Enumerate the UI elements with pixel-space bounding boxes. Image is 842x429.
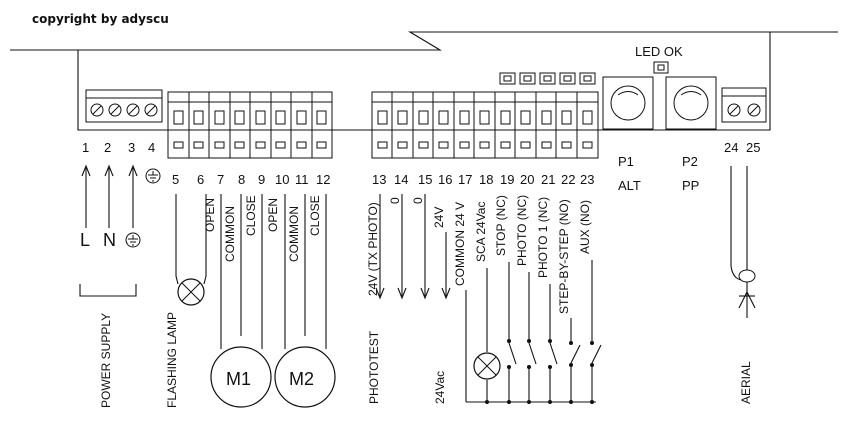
flashing-lamp-icon [175, 194, 207, 306]
terminal-label: 0 [388, 197, 402, 204]
terminal-strip-controls [371, 91, 599, 159]
phototest-arrows [375, 194, 451, 300]
v24ac-label: 24Vac [433, 371, 447, 404]
led-ok-indicator: LED OK [635, 44, 683, 74]
terminal-number: 15 [418, 172, 432, 187]
motor-m2-label: M2 [289, 369, 314, 389]
terminal-number: 6 [197, 172, 204, 187]
terminal-number: 25 [746, 140, 760, 155]
terminal-label: OPEN [266, 198, 280, 232]
motor-m1-icon [210, 194, 272, 408]
status-leds [499, 72, 596, 85]
power-supply-bracket [79, 284, 137, 297]
flashing-lamp-label: FLASHING LAMP [165, 312, 179, 408]
terminal-label: STEP-BY-STEP (NO) [557, 199, 571, 314]
terminal-label: COMMON [287, 206, 301, 262]
push-button-p1[interactable] [602, 76, 654, 130]
terminal-number: 2 [104, 140, 111, 155]
terminal-number: 10 [275, 172, 289, 187]
terminal-numbers: 1 2 3 4 5 6 7 8 9 10 11 12 13 14 15 16 1… [82, 140, 760, 187]
motor-m1-label: M1 [226, 369, 251, 389]
button-p2-function: PP [682, 178, 699, 193]
terminal-label: OPEN [203, 198, 217, 232]
motor-m2-icon [274, 194, 336, 408]
aerial-label: AERIAL [739, 361, 753, 404]
terminal-label: CLOSE [244, 195, 258, 236]
phototest-label: PHOTOTEST [367, 330, 381, 404]
button-p1-label: P1 [618, 154, 634, 169]
supply-line-label: L [80, 230, 90, 250]
terminal-label: 24V [432, 207, 446, 228]
terminal-number: 17 [458, 172, 472, 187]
terminal-number: 23 [580, 172, 594, 187]
supply-neutral-label: N [103, 230, 116, 250]
terminal-label: AUX (NO) [578, 200, 592, 254]
terminal-number: 20 [520, 172, 534, 187]
button-p1-function: ALT [618, 178, 641, 193]
terminal-label: 0 [411, 197, 425, 204]
terminal-number: 13 [372, 172, 386, 187]
terminal-number: 8 [238, 172, 245, 187]
bus-junction-dots [485, 400, 594, 404]
terminal-block-aerial [721, 87, 767, 123]
terminal-label: 24V (TX PHOTO) [366, 202, 380, 296]
terminal-label: SCA 24Vac [474, 202, 488, 262]
terminal-label: COMMON [223, 206, 237, 262]
terminal-number: 11 [295, 172, 309, 187]
earth-icon [145, 168, 161, 184]
earth-icon [125, 232, 141, 248]
terminal-number: 24 [724, 140, 738, 155]
terminal-number: 5 [172, 172, 179, 187]
terminal-number: 19 [500, 172, 514, 187]
terminal-label: PHOTO 1 (NC) [536, 197, 550, 278]
control-terminal-labels: 24V (TX PHOTO) 0 0 24V COMMON 24 V SCA 2… [366, 195, 592, 314]
terminal-strip-motors [167, 91, 333, 159]
no-contact-icons [569, 341, 602, 367]
terminal-label: COMMON 24 V [453, 202, 467, 286]
terminal-number: 12 [316, 172, 330, 187]
aerial-icon [730, 166, 756, 318]
terminal-label: PHOTO (NC) [515, 195, 529, 266]
power-supply-arrows [81, 164, 138, 228]
terminal-number: 3 [128, 140, 135, 155]
power-supply-label: POWER SUPPLY [99, 313, 113, 408]
nc-contact-icons [507, 339, 558, 369]
motor-terminal-labels: OPEN COMMON CLOSE OPEN COMMON CLOSE [203, 195, 322, 262]
terminal-number: 4 [148, 140, 155, 155]
terminal-number: 21 [541, 172, 555, 187]
terminal-number: 16 [438, 172, 452, 187]
terminal-number: 9 [258, 172, 265, 187]
copyright-text: copyright by adyscu [32, 12, 169, 26]
terminal-number: 14 [394, 172, 408, 187]
terminal-number: 22 [561, 172, 575, 187]
button-p2-label: P2 [682, 154, 698, 169]
terminal-label: CLOSE [308, 195, 322, 236]
terminal-number: 18 [479, 172, 493, 187]
terminal-block-power [85, 89, 163, 123]
push-button-p2[interactable] [665, 76, 717, 130]
led-ok-label: LED OK [635, 44, 683, 59]
courtesy-light-icon [473, 352, 501, 380]
terminal-label: STOP (NC) [494, 195, 508, 256]
terminal-number: 1 [82, 140, 89, 155]
terminal-number: 7 [217, 172, 224, 187]
common-bus-wiring [465, 260, 596, 403]
